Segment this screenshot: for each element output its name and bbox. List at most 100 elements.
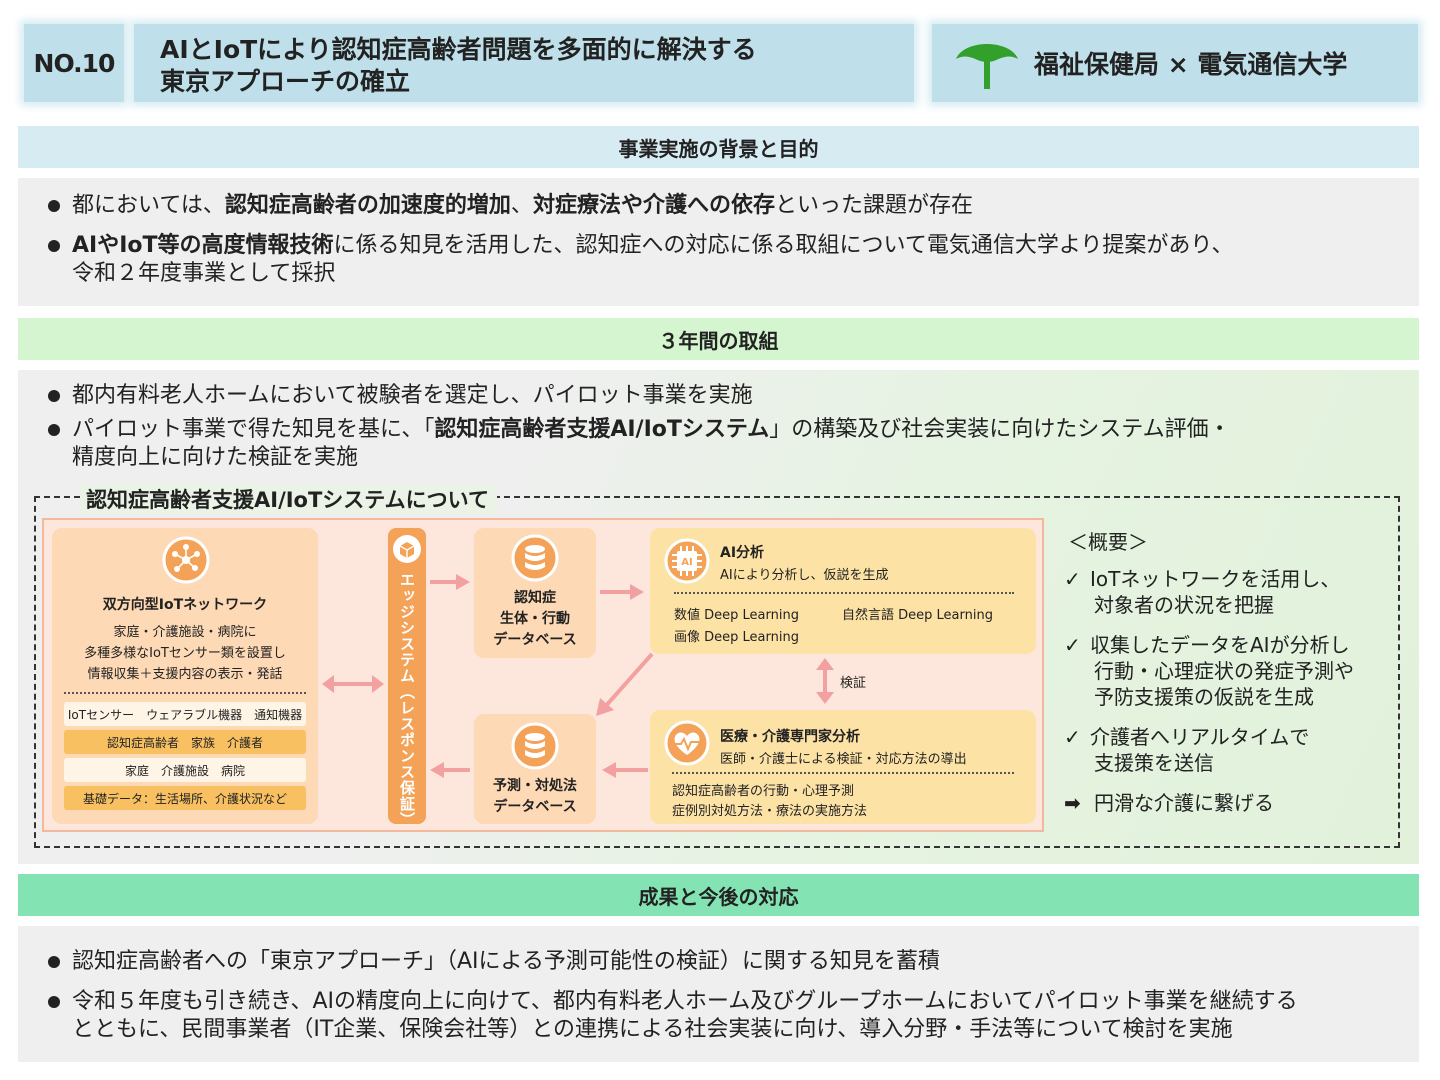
bullet-item: AIやIoT等の高度情報技術に係る知見を活用した、認知症への対応に係る取組につい… — [48, 232, 1234, 288]
title-line-1: AIとIoTにより認知症高齢者問題を多面的に解決する — [160, 35, 757, 64]
network-title: 双方向型IoTネットワーク — [102, 597, 268, 613]
network-desc-line: 家庭・介護施設・病院に — [113, 625, 257, 640]
bullet-text: 認知症高齢者への「東京アプローチ」（AIによる予測可能性の検証）に関する知見を蓄… — [72, 949, 940, 974]
summary-item: ✓ 収集したデータをAIが分析し 行動・心理症状の発症予測や 予防支援策の仮説を… — [1064, 632, 1354, 710]
summary-text: 行動・心理症状の発症予測や — [1094, 659, 1354, 683]
check-icon: ✓ — [1064, 725, 1081, 749]
ai-to-database-arrow-icon — [596, 652, 654, 716]
behavior-database-label: 認知症 生体・行動 データベース — [474, 588, 596, 651]
network-desc-line: 情報収集＋支援内容の表示・発話 — [87, 667, 283, 682]
treatment-method-text: 症例別対処方法・療法の実施方法 — [672, 804, 868, 819]
divider — [674, 592, 1014, 594]
heart-pulse-icon — [664, 720, 710, 766]
db-label-line: 認知症 — [514, 590, 556, 606]
network-description: 家庭・介護施設・病院に 多種多様なIoTセンサー類を設置し 情報収集＋支援内容の… — [52, 622, 318, 685]
bullet-text: 」の構築及び社会実装に向けたシステム評価・ — [769, 417, 1231, 442]
behavior-prediction-text: 認知症高齢者の行動・心理予測 — [672, 784, 855, 799]
summary-text: 予防支援策の仮説を生成 — [1094, 685, 1314, 709]
ai-chip-label: AI — [681, 557, 692, 568]
bullet-item: 令和５年度も引き続き、AIの精度向上に向けて、都内有料老人ホーム及びグループホー… — [48, 988, 1298, 1044]
bullet-text: 都においては、 — [72, 193, 225, 218]
prediction-database-card: 予測・対処法 データベース — [474, 714, 596, 824]
section-heading-initiatives: ３年間の取組 — [18, 318, 1419, 360]
summary-item: ➡ 円滑な介護に繋げる — [1064, 790, 1274, 816]
edge-to-database-arrow-icon — [430, 574, 470, 590]
divider — [672, 772, 1014, 774]
ai-analysis-card: AI AI分析 AIにより分析し、仮説を生成 数値 Deep Learning … — [650, 528, 1036, 654]
title-line-2: 東京アプローチの確立 — [160, 67, 411, 96]
network-edge-arrow-icon — [322, 675, 384, 693]
edge-system-label: エッジシステム（レスポンス保証） — [398, 572, 416, 828]
summary-heading: ＜概要＞ — [1068, 530, 1148, 554]
bullet-text: とともに、民間事業者（IT企業、保険会社等）との連携による社会実装に向け、導入分… — [72, 1017, 1233, 1042]
bullet-text: 、 — [510, 193, 533, 218]
summary-text: 収集したデータをAIが分析し — [1090, 633, 1350, 657]
bullet-icon — [48, 996, 60, 1008]
bullet-icon — [48, 240, 60, 252]
section-heading-results: 成果と今後の対応 — [18, 874, 1419, 916]
background-panel: 都においては、認知症高齢者の加速度的増加、対症療法や介護への依存といった課題が存… — [18, 178, 1419, 306]
database-to-edge-arrow-icon — [430, 762, 470, 778]
numeric-deep-learning: 数値 Deep Learning — [674, 608, 799, 623]
bullet-icon — [48, 956, 60, 968]
bullet-icon — [48, 200, 60, 212]
ai-analysis-title: AI分析 — [720, 545, 765, 561]
bullet-icon — [48, 390, 60, 402]
bullet-item: パイロット事業で得た知見を基に、「認知症高齢者支援AI/IoTシステム」の構築及… — [48, 416, 1231, 472]
summary-text: IoTネットワークを活用し、 — [1090, 567, 1341, 591]
prediction-database-label: 予測・対処法 データベース — [474, 776, 596, 818]
expert-analysis-title: 医療・介護専門家分析 — [720, 729, 860, 745]
network-icon — [162, 536, 210, 584]
bullet-item: 都においては、認知症高齢者の加速度的増加、対症療法や介護への依存といった課題が存… — [48, 192, 973, 220]
organization-box: 福祉保健局 × 電気通信大学 — [932, 24, 1418, 102]
db-label-line: 生体・行動 — [500, 611, 570, 627]
box-icon — [393, 535, 421, 563]
system-title: 認知症高齢者支援AI/IoTシステムについて — [80, 484, 498, 514]
bullet-text: 精度向上に向けた検証を実施 — [72, 445, 359, 470]
iot-network-card: 双方向型IoTネットワーク 家庭・介護施設・病院に 多種多様なIoTセンサー類を… — [52, 528, 318, 824]
bullet-bold-text: AIやIoT等の高度情報技術 — [72, 233, 334, 258]
summary-text: 対象者の状況を把握 — [1094, 593, 1274, 617]
bullet-text: に係る知見を活用した、認知症への対応に係る取組について電気通信大学より提案があり… — [333, 233, 1234, 258]
check-icon: ✓ — [1064, 567, 1081, 591]
summary-text: 介護者へリアルタイムで — [1090, 725, 1310, 749]
summary-item: ✓ 介護者へリアルタイムで 支援策を送信 — [1064, 724, 1309, 776]
bullet-bold-text: 認知症高齢者の加速度的増加 — [224, 193, 511, 218]
results-panel: 認知症高齢者への「東京アプローチ」（AIによる予測可能性の検証）に関する知見を蓄… — [18, 926, 1419, 1062]
db-label-line: データベース — [493, 632, 577, 648]
divider — [64, 692, 306, 694]
behavior-database-card: 認知症 生体・行動 データベース — [474, 528, 596, 658]
bullet-text: といった課題が存在 — [774, 193, 973, 218]
db-label-line: 予測・対処法 — [493, 778, 577, 794]
organization-name: 福祉保健局 × 電気通信大学 — [1034, 50, 1348, 79]
page-title: AIとIoTにより認知症高齢者問題を多面的に解決する 東京アプローチの確立 — [134, 24, 914, 102]
network-devices-row: IoTセンサー ウェアラブル機器 通知機器 — [64, 702, 306, 726]
bullet-bold-text: 対症療法や介護への依存 — [532, 193, 775, 218]
db-label-line: データベース — [493, 799, 577, 815]
right-arrow-icon: ➡ — [1064, 791, 1081, 815]
section-heading-background: 事業実施の背景と目的 — [18, 126, 1419, 168]
bullet-icon — [48, 424, 60, 436]
ai-analysis-subtitle: AIにより分析し、仮説を生成 — [720, 568, 889, 583]
network-places-row: 家庭 介護施設 病院 — [64, 758, 306, 782]
bullet-text: 都内有料老人ホームにおいて被験者を選定し、パイロット事業を実施 — [72, 383, 753, 408]
bullet-bold-text: 認知症高齢者支援AI/IoTシステム — [434, 417, 770, 442]
summary-text: 支援策を送信 — [1094, 751, 1214, 775]
network-basic-data-row: 基礎データ：生活場所、介護状況など — [64, 786, 306, 810]
system-frame — [34, 496, 1400, 848]
verification-arrow-icon — [816, 658, 834, 704]
summary-text: 円滑な介護に繋げる — [1094, 791, 1274, 815]
network-people-row: 認知症高齢者 家族 介護者 — [64, 730, 306, 754]
bullet-text: 令和５年度も引き続き、AIの精度向上に向けて、都内有料老人ホーム及びグループホー… — [72, 989, 1298, 1014]
database-icon — [511, 534, 559, 582]
bullet-text: パイロット事業で得た知見を基に、「 — [72, 417, 435, 442]
project-number: NO.10 — [24, 24, 124, 102]
expert-analysis-card: 医療・介護専門家分析 医師・介護士による検証・対応方法の導出 認知症高齢者の行動… — [650, 710, 1036, 824]
ai-chip-icon: AI — [664, 538, 710, 584]
check-icon: ✓ — [1064, 633, 1081, 657]
database-to-ai-arrow-icon — [600, 584, 644, 600]
tokyo-ginkgo-logo-icon — [956, 44, 1018, 89]
expert-to-database-arrow-icon — [602, 762, 648, 778]
image-deep-learning: 画像 Deep Learning — [674, 630, 799, 645]
bullet-item: 都内有料老人ホームにおいて被験者を選定し、パイロット事業を実施 — [48, 382, 753, 410]
